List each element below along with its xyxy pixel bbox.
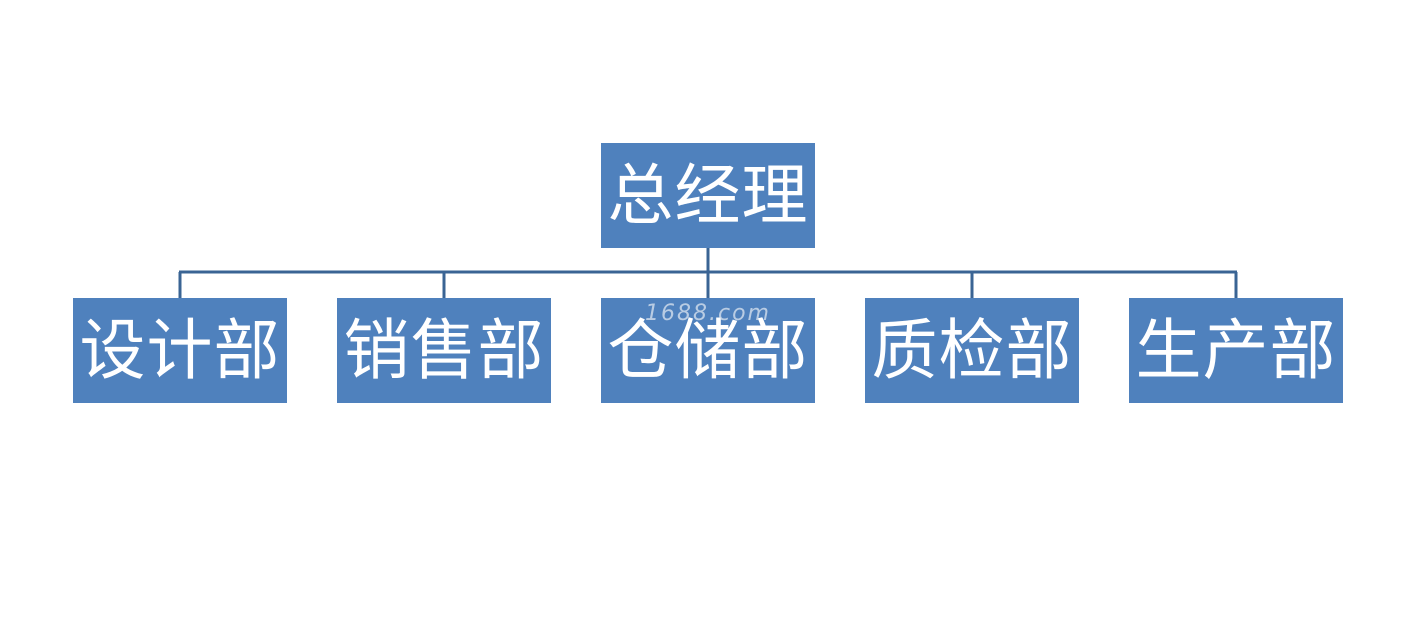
- node-quality-control-department: 质检部: [865, 298, 1079, 403]
- node-general-manager: 总经理: [601, 143, 815, 248]
- node-warehouse-department: 仓储部: [601, 298, 815, 403]
- node-production-department: 生产部: [1129, 298, 1343, 403]
- node-design-department: 设计部: [73, 298, 287, 403]
- node-label: 生产部: [1135, 311, 1337, 389]
- node-sales-department: 销售部: [337, 298, 551, 403]
- node-label: 总经理: [607, 156, 809, 234]
- node-label: 销售部: [343, 311, 545, 389]
- node-label: 设计部: [79, 311, 281, 389]
- node-label: 仓储部: [607, 311, 809, 389]
- node-label: 质检部: [871, 311, 1073, 389]
